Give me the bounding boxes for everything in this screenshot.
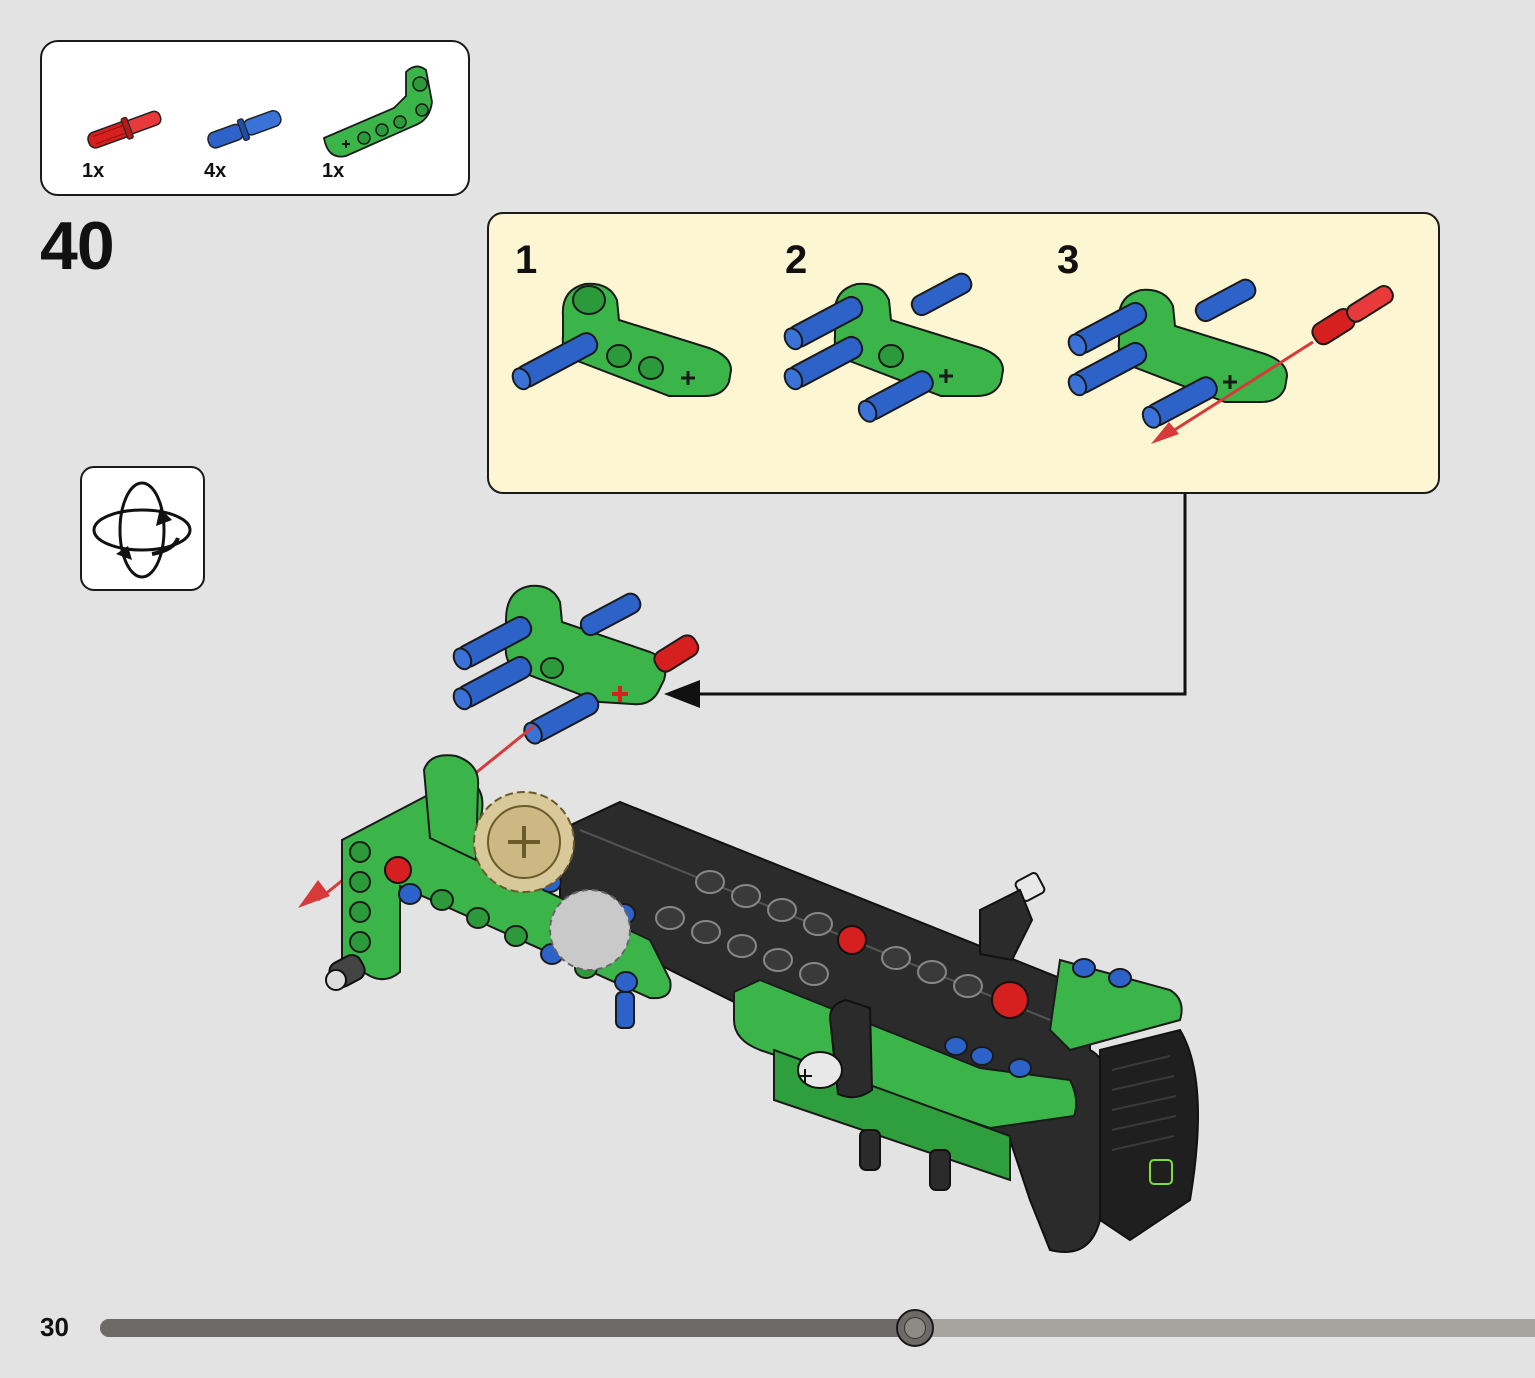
tan-gear	[473, 791, 575, 893]
callout-connector-arrow	[664, 494, 1187, 708]
subassembly-part	[452, 584, 700, 745]
part-qty-blue-pin: 4x	[204, 160, 227, 182]
page-number: 30	[40, 1312, 69, 1342]
part-qty-green-beam: 1x	[322, 160, 345, 182]
part-qty-red-pin: 1x	[82, 160, 105, 182]
substep-number-3: 3	[1057, 238, 1080, 282]
substep-3-illustration	[1067, 278, 1394, 444]
rotate-model-box	[80, 466, 205, 591]
substep-number-2: 2	[785, 238, 808, 282]
substep-number-1: 1	[515, 238, 538, 282]
substep-1-illustration	[511, 282, 733, 397]
substep-2-illustration	[783, 272, 1005, 423]
progress-knob	[896, 1309, 935, 1347]
rotate-model-icon	[92, 481, 192, 579]
progress-bar-fill	[100, 1319, 916, 1337]
step-number: 40	[40, 208, 115, 284]
main-model-illustration	[298, 584, 1199, 1253]
parts-list-box: 1x 4x 1x	[40, 40, 470, 196]
progress-bar	[100, 1309, 1535, 1347]
green-l-beam-icon	[322, 65, 433, 158]
red-axle-pin-icon	[87, 110, 162, 149]
subassembly-callout: 1 2 3	[487, 212, 1440, 494]
blue-axle-pin-icon	[207, 109, 282, 149]
